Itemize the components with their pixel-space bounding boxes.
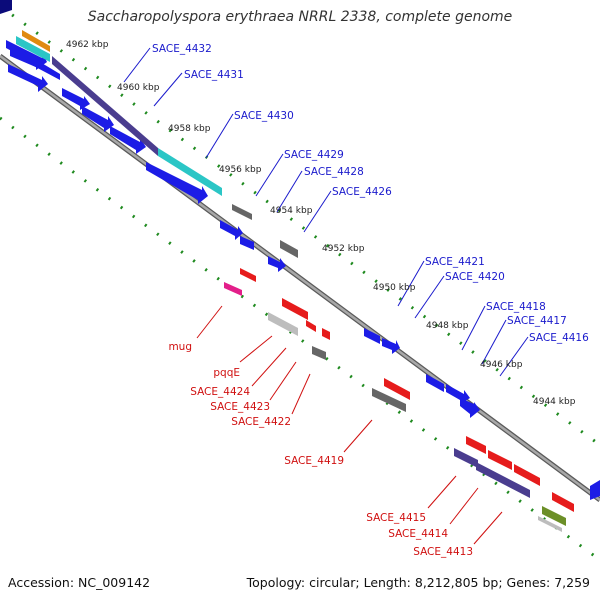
gene-label-top[interactable]: SACE_4431 [184,69,244,81]
gene-reverse [466,436,486,454]
tick-label: 4958 kbp [168,124,211,134]
top-label-leaders [123,47,529,377]
gene-forward [8,64,48,92]
gene-label-top[interactable]: SACE_4420 [445,271,505,283]
gene-label-bottom[interactable]: SACE_4414 [388,528,448,540]
bottom-label-leaders [196,305,503,545]
map-title: Saccharopolyspora erythraea NRRL 2338, c… [87,9,513,25]
gene-forward-corner [0,0,12,14]
gene-label-bottom[interactable]: SACE_4413 [413,546,473,558]
gene-label-top[interactable]: SACE_4432 [152,43,212,55]
tick-label: 4948 kbp [426,321,469,331]
gene-cog-pink [224,282,242,296]
gene-label-top[interactable]: SACE_4421 [425,256,485,268]
gene-label-top[interactable]: SACE_4430 [234,110,294,122]
gene-reverse [282,298,308,320]
forward-genes [6,40,600,500]
tick-labels: 4962 kbp 4960 kbp 4958 kbp 4956 kbp 4954… [66,40,576,407]
gene-label-top[interactable]: SACE_4416 [529,332,589,344]
reverse-genes [224,268,574,532]
gene-forward [590,480,600,500]
tick-label: 4944 kbp [533,397,576,407]
gene-label-top[interactable]: SACE_4417 [507,315,567,327]
gene-reverse [552,492,574,512]
gene-cog-lightgray [268,312,298,336]
gene-cog-orange [22,30,50,52]
gene-forward [220,220,243,240]
gene-cog-lightgray [538,516,562,532]
top-gene-labels: SACE_4432 SACE_4431 SACE_4430 SACE_4429 … [152,43,589,344]
gene-cog-gray [280,240,298,258]
gene-cog-cyan [158,148,222,196]
gene-label-bottom[interactable]: pqqE [213,367,240,379]
gene-label-bottom[interactable]: SACE_4423 [210,401,270,413]
gene-reverse [322,328,330,340]
gene-cog-purple [52,56,158,156]
gene-cog-gray [312,346,326,360]
gene-forward [460,398,480,418]
tick-label: 4956 kbp [219,165,262,175]
gene-label-bottom[interactable]: SACE_4424 [190,386,250,398]
gene-label-bottom[interactable]: SACE_4415 [366,512,426,524]
gene-forward [364,328,380,344]
gene-label-bottom[interactable]: SACE_4419 [284,455,344,467]
gene-label-top[interactable]: SACE_4429 [284,149,344,161]
gene-reverse [514,464,540,486]
gene-reverse [240,268,256,282]
gene-forward [110,126,146,154]
accession-text: Accession: NC_009142 [8,575,151,590]
gene-forward [62,88,90,110]
gene-cog-purple [454,448,478,468]
gene-forward [268,256,286,272]
cog-forward-genes [16,30,298,258]
tick-label: 4950 kbp [373,283,416,293]
gene-cog-gray [232,204,252,220]
gene-reverse [306,320,316,332]
gene-cog-gray [372,388,406,412]
bottom-gene-labels: mug pqqE SACE_4424 SACE_4423 SACE_4422 S… [168,341,473,558]
gene-label-top[interactable]: SACE_4418 [486,301,546,313]
tick-label: 4960 kbp [117,83,160,93]
gene-label-top[interactable]: SACE_4428 [304,166,364,178]
gene-cog-olive [542,506,566,526]
gene-cog-purple [476,462,530,498]
genome-summary-text: Topology: circular; Length: 8,212,805 bp… [246,575,590,590]
backbone [0,53,600,503]
gene-forward [146,162,208,204]
tick-label: 4952 kbp [322,244,365,254]
gene-forward [82,106,114,132]
gene-reverse [384,378,410,400]
gene-forward [426,374,444,392]
gene-label-bottom[interactable]: SACE_4422 [231,416,291,428]
tick-label: 4954 kbp [270,206,313,216]
tick-label: 4962 kbp [66,40,109,50]
gene-label-bottom[interactable]: mug [168,341,192,353]
gene-cog-cyan [16,36,50,62]
gene-forward [446,384,470,404]
gene-forward [30,56,60,80]
gene-label-top[interactable]: SACE_4426 [332,186,392,198]
gene-reverse [488,450,512,470]
gene-forward [240,236,254,250]
tick-label: 4946 kbp [480,360,523,370]
gene-forward [382,338,400,354]
